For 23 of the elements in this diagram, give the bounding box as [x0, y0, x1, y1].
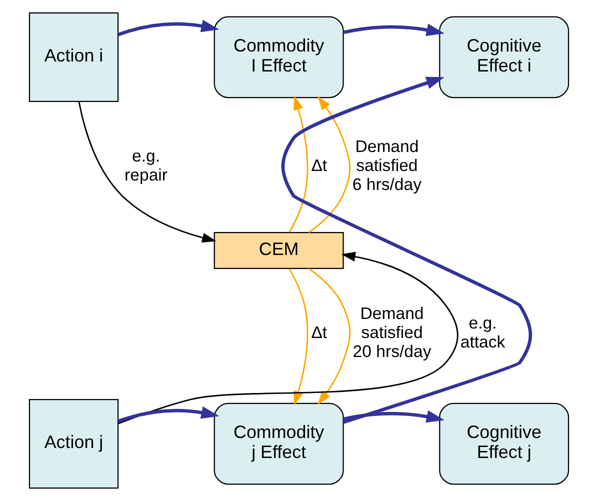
arrow: [118, 20, 220, 36]
edge-label: Δt: [311, 156, 328, 175]
node-box: CEM: [214, 232, 344, 269]
node-box: Commodity I Effect: [214, 16, 344, 98]
node-box: Cognitive Effect i: [439, 16, 570, 98]
arrow: [308, 96, 351, 233]
node-box: Cognitive Effect j: [439, 402, 570, 485]
arrow: [118, 252, 458, 424]
arrow: [343, 24, 444, 36]
node-box: Action j: [28, 398, 119, 489]
arrow: [308, 268, 351, 405]
edge-label: Demand satisfied 6 hrs/day: [352, 136, 422, 194]
node-box: Action i: [28, 12, 119, 102]
arrow: [118, 406, 220, 423]
arrow: [78, 102, 216, 243]
arrow: [281, 76, 532, 424]
arrow: [288, 96, 308, 233]
edge-label: Δt: [311, 322, 328, 342]
edge-label: Demand satisfied 20 hrs/day: [352, 304, 432, 361]
node-box: Commodity j Effect: [214, 402, 344, 485]
arrow: [343, 410, 444, 423]
edge-label: e.g. attack: [460, 313, 506, 352]
edge-label: e.g. repair: [124, 146, 168, 184]
